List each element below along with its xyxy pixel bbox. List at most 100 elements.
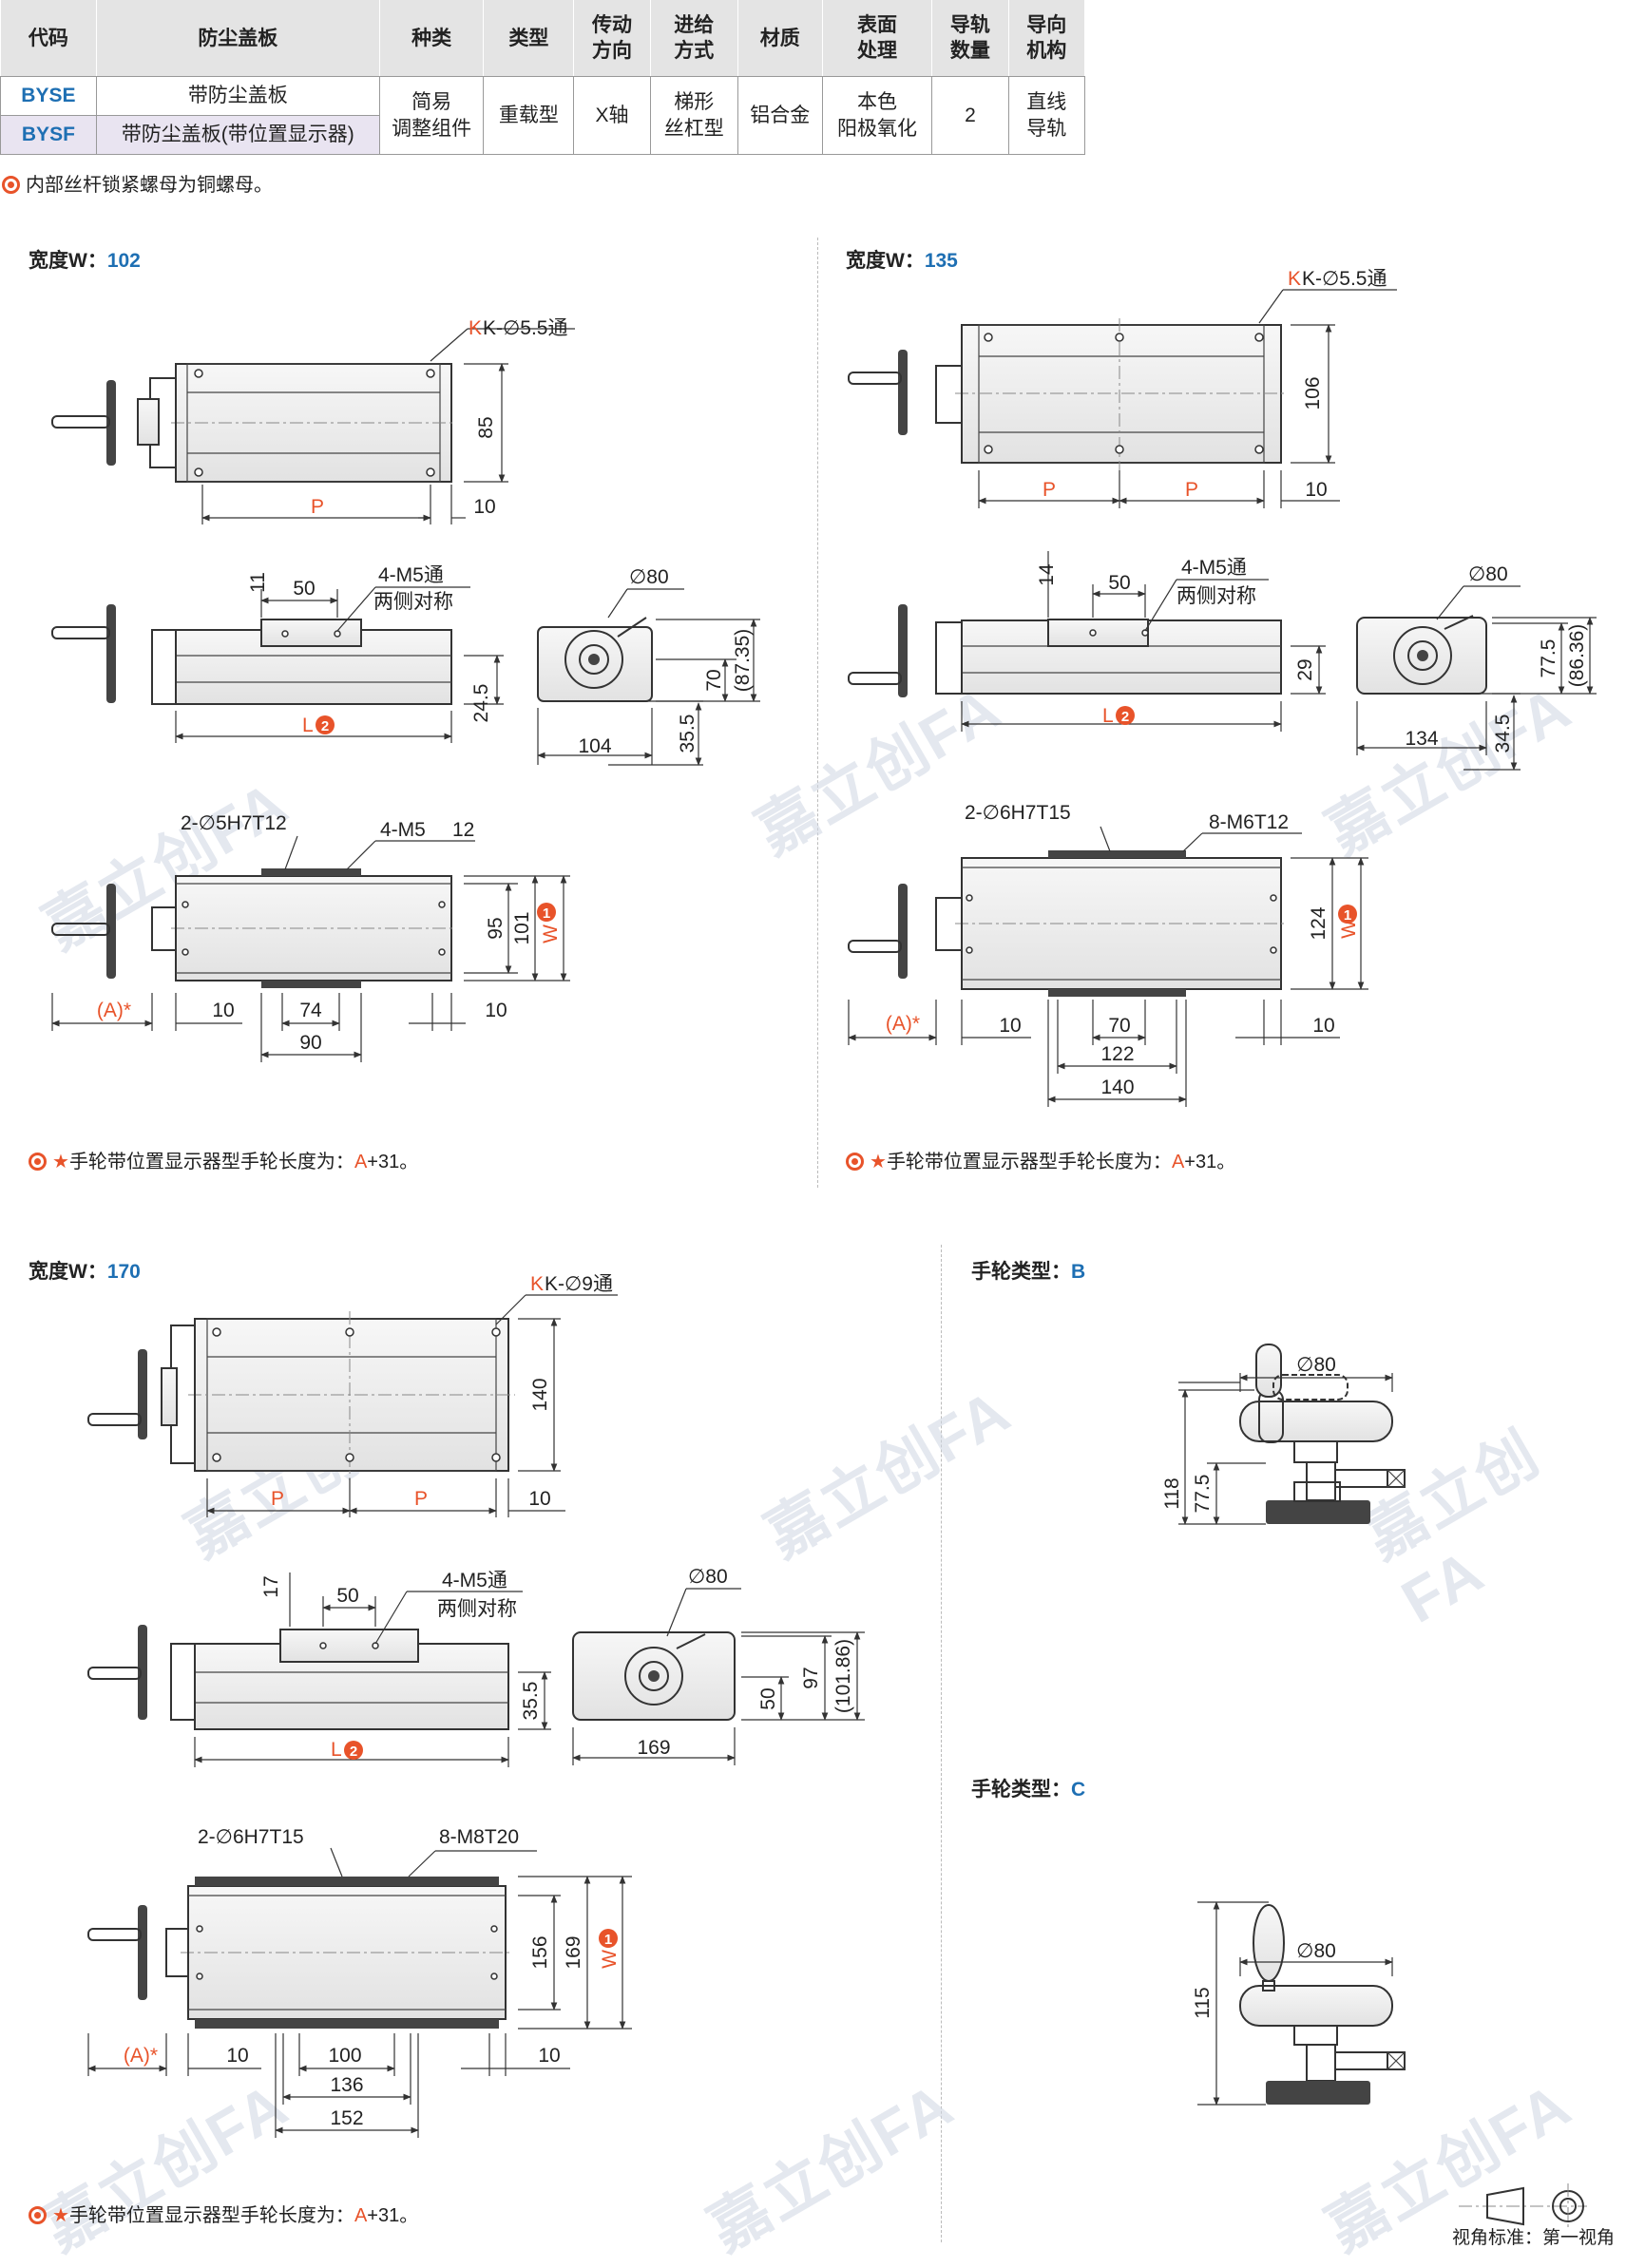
rails-cell: 2	[931, 76, 1009, 155]
svg-text:∅80: ∅80	[1296, 1354, 1336, 1376]
cover-cell: 带防尘盖板(带位置显示器)	[95, 115, 380, 155]
svg-text:34.5: 34.5	[1492, 715, 1514, 753]
svg-text:P: P	[414, 1488, 428, 1510]
table-row: BYSF 带防尘盖板(带位置显示器)	[0, 115, 1085, 155]
svg-text:156: 156	[529, 1935, 551, 1969]
svg-text:134: 134	[1405, 728, 1438, 750]
th-type: 类型	[483, 0, 575, 77]
surface-cell: 本色 阳极氧化	[821, 76, 933, 155]
svg-text:169: 169	[637, 1737, 670, 1759]
th-rails: 导轨 数量	[931, 0, 1009, 77]
divider	[941, 1245, 942, 2242]
th-kind: 种类	[378, 0, 485, 77]
section-title-w170: 宽度W：170	[29, 1261, 141, 1283]
svg-text:24.5: 24.5	[470, 684, 492, 723]
code-bysf: BYSF	[0, 115, 97, 155]
svg-text:97: 97	[800, 1667, 822, 1688]
svg-text:77.5: 77.5	[1192, 1475, 1214, 1514]
section-title-w135: 宽度W：135	[846, 250, 958, 272]
w135-bottom-view: 2-∅6H7T15 8-M6T12 124 W 1 (A)* 10 70 122…	[848, 802, 1368, 1107]
svg-text:1: 1	[1344, 907, 1351, 924]
svg-text:29: 29	[1294, 658, 1316, 680]
w102-bottom-view: 2-∅5H7T12 4-M5 12 95 101 W 1 (A)* 10 74 …	[51, 812, 570, 1062]
svg-text:115: 115	[1192, 1987, 1214, 2018]
divider	[817, 238, 818, 1188]
svg-text:10: 10	[1305, 479, 1327, 501]
svg-text:11: 11	[247, 572, 269, 593]
svg-text:14: 14	[1036, 563, 1058, 586]
svg-text:1: 1	[543, 905, 550, 922]
th-direction: 传动 方向	[573, 0, 651, 77]
svg-text:(101.86): (101.86)	[832, 1639, 854, 1713]
svg-text:118: 118	[1161, 1477, 1183, 1509]
w135-front-view: 77.5 (86.36) ∅80 134 34.5	[1356, 563, 1597, 771]
svg-text:L: L	[331, 1739, 342, 1761]
svg-text:70: 70	[1108, 1015, 1130, 1037]
top-note: 内部丝杆锁紧螺母为铜螺母。	[2, 169, 273, 197]
svg-text:169: 169	[563, 1935, 584, 1969]
svg-text:10: 10	[226, 2045, 248, 2067]
svg-text:50: 50	[336, 1585, 358, 1607]
svg-text:4-M5通: 4-M5通	[378, 564, 444, 586]
type-cell: 重载型	[483, 76, 575, 155]
feed-cell: 梯形 丝杠型	[649, 76, 738, 155]
svg-text:2: 2	[321, 718, 329, 734]
svg-text:90: 90	[299, 1032, 321, 1054]
section-title-wheel-c: 手轮类型：C	[971, 1779, 1086, 1801]
note-w170: ★手轮带位置显示器型手轮长度为：A+31。	[29, 2200, 418, 2227]
svg-text:2-∅6H7T15: 2-∅6H7T15	[198, 1826, 304, 1848]
svg-text:17: 17	[260, 1575, 282, 1597]
svg-text:35.5: 35.5	[520, 1682, 542, 1721]
svg-text:P: P	[311, 496, 324, 518]
svg-text:77.5: 77.5	[1538, 639, 1559, 678]
kind-cell: 简易 调整组件	[378, 76, 485, 155]
svg-text:10: 10	[473, 496, 495, 518]
th-code: 代码	[0, 0, 97, 77]
svg-text:∅80: ∅80	[1468, 563, 1508, 585]
svg-text:4-M5通: 4-M5通	[442, 1570, 507, 1591]
view-standard: 视角标准：第一视角	[1452, 2228, 1616, 2248]
svg-text:K-∅9通: K-∅9通	[545, 1273, 613, 1295]
w102-front-view: 70 (87.35) ∅80 104 35.5	[537, 566, 760, 766]
cover-cell: 带防尘盖板	[95, 76, 380, 116]
svg-text:1: 1	[604, 1932, 612, 1948]
svg-text:140: 140	[529, 1378, 551, 1411]
svg-text:4-M5: 4-M5	[380, 819, 426, 841]
svg-text:10: 10	[212, 1000, 234, 1021]
svg-text:W: W	[1338, 920, 1360, 939]
svg-text:∅80: ∅80	[1296, 1940, 1336, 1962]
svg-text:10: 10	[1312, 1015, 1334, 1037]
svg-text:∅80: ∅80	[688, 1566, 728, 1588]
svg-text:K: K	[469, 317, 482, 339]
svg-text:8-M6T12: 8-M6T12	[1209, 811, 1289, 833]
svg-text:两侧对称: 两侧对称	[373, 591, 453, 613]
w170-front-view: 50 97 (101.86) ∅80 169	[572, 1566, 865, 1765]
svg-text:P: P	[271, 1488, 284, 1510]
svg-text:L: L	[302, 715, 314, 736]
spec-table: 代码 防尘盖板 种类 类型 传动 方向 进给 方式 材质 表面 处理 导轨 数量…	[0, 0, 1086, 155]
svg-text:W: W	[540, 924, 562, 943]
w135-side-view: 50 14 4-M5通 两侧对称 29 L 2	[848, 551, 1326, 732]
svg-text:(86.36): (86.36)	[1566, 624, 1588, 688]
table-row: BYSE 带防尘盖板 简易 调整组件 重载型 X轴 梯形 丝杠型 铝合金 本色 …	[0, 76, 1086, 155]
handwheel-type-b: ∅80 118 77.5	[1161, 1344, 1406, 1525]
svg-text:两侧对称: 两侧对称	[437, 1598, 517, 1620]
svg-text:8-M8T20: 8-M8T20	[439, 1826, 519, 1848]
svg-text:2: 2	[1121, 709, 1129, 725]
svg-text:2: 2	[350, 1744, 357, 1760]
svg-text:122: 122	[1100, 1043, 1134, 1065]
svg-text:95: 95	[485, 917, 507, 939]
svg-text:70: 70	[703, 669, 725, 691]
svg-text:50: 50	[1108, 572, 1130, 594]
top-note-text: 内部丝杆锁紧螺母为铜螺母。	[26, 175, 273, 196]
svg-text:W: W	[599, 1950, 621, 1969]
bullet-icon	[2, 176, 20, 194]
table-header-row: 代码 防尘盖板 种类 类型 传动 方向 进给 方式 材质 表面 处理 导轨 数量…	[0, 0, 1086, 77]
svg-text:两侧对称: 两侧对称	[1176, 585, 1256, 607]
w102-side-view: 50 11 4-M5通 两侧对称 24.5 L 2	[51, 564, 504, 743]
svg-text:101: 101	[511, 911, 533, 944]
svg-text:106: 106	[1302, 376, 1324, 410]
